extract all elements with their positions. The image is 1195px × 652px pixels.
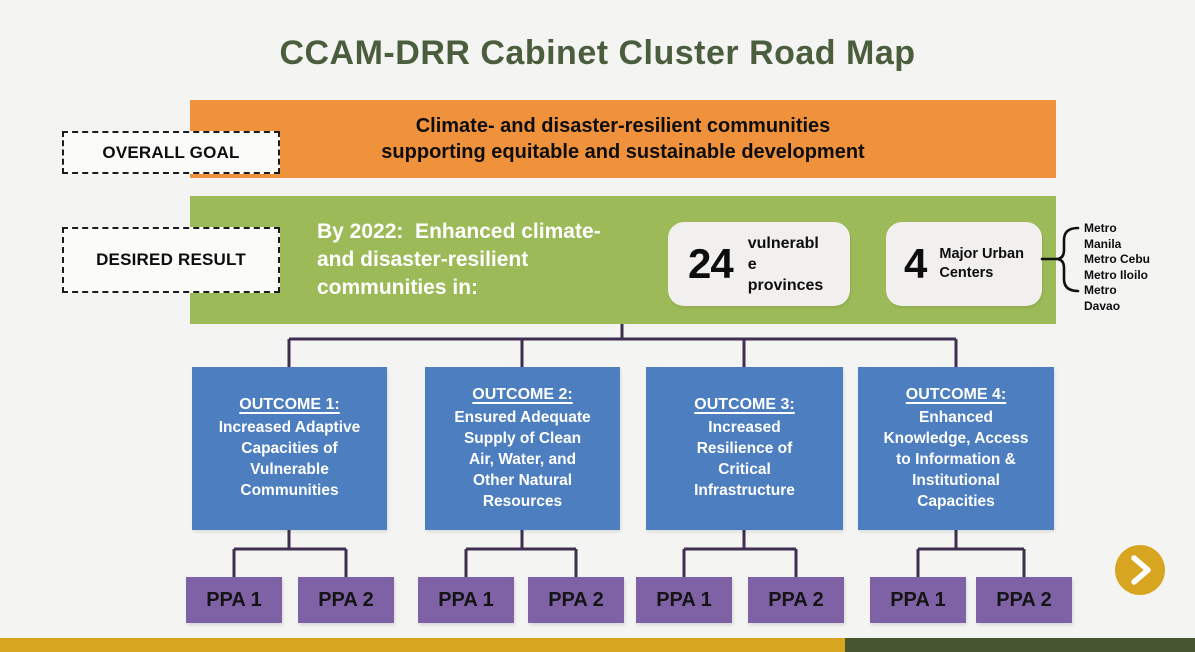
overall-goal-banner: Climate- and disaster-resilient communit… — [190, 100, 1056, 178]
stat-label-provinces: vulnerabl e provinces — [747, 234, 824, 294]
desired-result-text: By 2022: Enhanced climate- and disaster-… — [317, 220, 601, 299]
outcome-4-body: Enhanced Knowledge, Access to Informatio… — [883, 408, 1029, 510]
outcome-4-title: OUTCOME 4: — [905, 385, 1007, 403]
overall-goal-text: Climate- and disaster-resilient communit… — [381, 115, 865, 163]
stat-card-vulnerable-provinces: 24 vulnerabl e provinces — [668, 222, 850, 306]
stat-value-urban-centers: 4 — [904, 240, 927, 287]
outcome-card-1: OUTCOME 1: Increased Adaptive Capacities… — [192, 367, 387, 530]
outcome-1-title: OUTCOME 1: — [239, 396, 340, 413]
ppa-box-3-2: PPA 2 — [748, 577, 844, 623]
outcome-3-title: OUTCOME 3: — [694, 396, 795, 413]
stat-label-urban-centers: Major Urban Centers — [939, 246, 1024, 281]
outcome-3-body: Increased Resilience of Critical Infrast… — [694, 419, 795, 499]
ppa-box-4-1: PPA 1 — [870, 577, 966, 623]
chevron-right-icon — [1131, 555, 1151, 585]
ppa-box-1-2: PPA 2 — [298, 577, 394, 623]
ppa-box-1-1: PPA 1 — [186, 577, 282, 623]
page-title: CCAM-DRR Cabinet Cluster Road Map — [279, 34, 916, 72]
bottom-bar-dark-green — [845, 638, 1195, 652]
ppa-box-2-1: PPA 1 — [418, 577, 514, 623]
outcome-2-body: Ensured Adequate Supply of Clean Air, Wa… — [454, 408, 591, 510]
ppa-box-2-2: PPA 2 — [528, 577, 624, 623]
ppa-box-3-1: PPA 1 — [636, 577, 732, 623]
outcome-card-2: OUTCOME 2: Ensured Adequate Supply of Cl… — [425, 367, 620, 530]
stat-card-urban-centers: 4 Major Urban Centers — [886, 222, 1042, 306]
outcome-2-title: OUTCOME 2: — [472, 385, 573, 403]
stat-value-provinces: 24 — [688, 240, 734, 287]
outcome-1-body: Increased Adaptive Capacities of Vulnera… — [218, 419, 361, 499]
outcome-card-4: OUTCOME 4: Enhanced Knowledge, Access to… — [858, 367, 1054, 530]
overall-goal-label: OVERALL GOAL — [62, 131, 280, 174]
ppa-box-4-2: PPA 2 — [976, 577, 1072, 623]
bottom-bar-gold — [0, 638, 845, 652]
outcome-card-3: OUTCOME 3: Increased Resilience of Criti… — [646, 367, 843, 530]
next-slide-button[interactable] — [1115, 545, 1165, 595]
desired-result-label: DESIRED RESULT — [62, 227, 280, 293]
urban-centers-list: Metro Manila Metro Cebu Metro Iloilo Met… — [1084, 221, 1150, 313]
